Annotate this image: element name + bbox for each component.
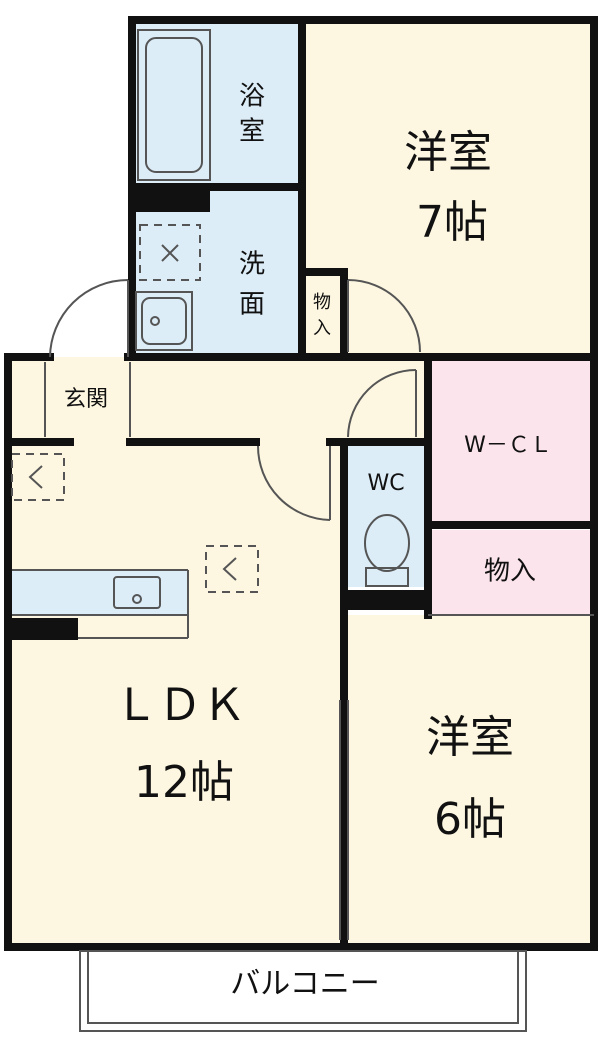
western-room-2-name: 洋室 (426, 712, 514, 763)
kitchen-sink-icon (113, 576, 161, 609)
sink-icon (135, 291, 193, 351)
toilet-label: WC (367, 471, 404, 496)
ldk-name: ＬＤＫ (114, 680, 246, 731)
walk-in-closet-fill (428, 360, 594, 525)
storage-fill (428, 530, 594, 615)
washer-pan-icon (139, 224, 201, 281)
door-swing-icon (49, 279, 421, 521)
ac-unit-icon (11, 453, 259, 593)
entrance-label: 玄関 (64, 387, 108, 412)
walls (4, 16, 598, 951)
kitchen-counter-fill (12, 570, 188, 615)
bath-fill (132, 22, 302, 187)
storage-label: 物入 (484, 557, 536, 587)
entrance-fill (45, 362, 130, 437)
western-room-1-name: 洋室 (404, 127, 492, 178)
bath-label: 浴 (239, 82, 265, 112)
western-room-2-fill (344, 615, 594, 947)
western-room-1-fill (302, 22, 594, 357)
walk-in-closet-label: W－ＣＬ (464, 433, 552, 458)
wall-stub-toilet (346, 590, 426, 610)
partitions (12, 362, 594, 940)
washroom-label: 面 (239, 290, 265, 320)
small-storage-label: 入 (313, 318, 331, 339)
ldk-size: 12帖 (134, 757, 234, 808)
ldk-fill (8, 442, 344, 947)
small-storage-label: 物 (313, 292, 331, 313)
wall-stub-ldk (8, 618, 78, 640)
wall-stub-bath (134, 190, 210, 212)
bath-label: 室 (239, 117, 265, 147)
bathtub-icon (137, 29, 211, 181)
washroom-fill (132, 187, 302, 357)
toilet-icon (364, 514, 410, 587)
western-room-1-size: 7帖 (416, 197, 488, 248)
balcony-label: バルコニー (230, 967, 379, 1002)
balcony-railing (79, 950, 527, 1032)
western-room-2-size: 6帖 (434, 794, 506, 845)
washroom-label: 洗 (239, 250, 265, 280)
